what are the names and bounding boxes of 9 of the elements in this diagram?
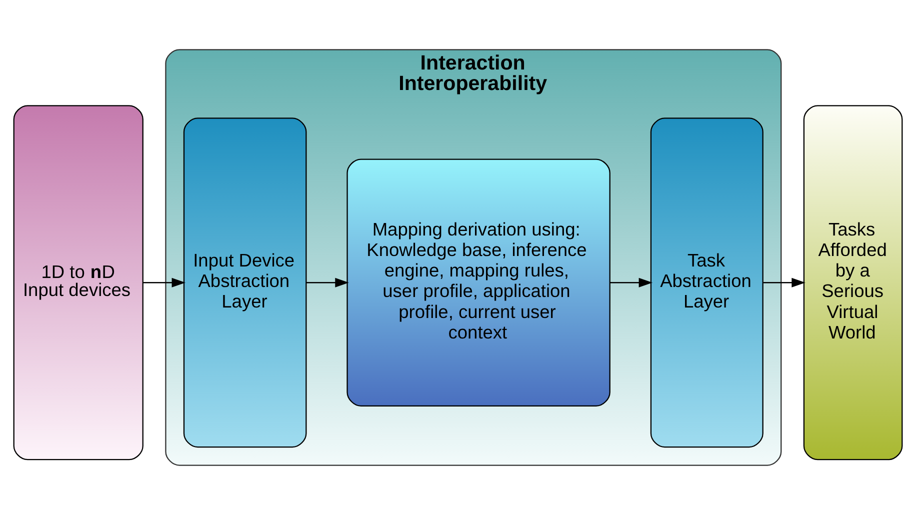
node-box: Task Abstraction Layer — [650, 117, 763, 448]
arrow — [306, 277, 348, 287]
node-box: Input Device Abstraction Layer — [182, 117, 306, 448]
arrow — [609, 277, 652, 287]
node-box: Mapping derivation using: Knowledge base, inference engine, mapping rules, user profile, application profile, current user context — [346, 158, 610, 406]
arrow — [142, 277, 185, 287]
arrow — [762, 277, 805, 287]
node-box: Tasks Afforded by a Serious Virtual World — [802, 104, 902, 460]
node-box: 1D to nD Input devices — [12, 104, 143, 460]
